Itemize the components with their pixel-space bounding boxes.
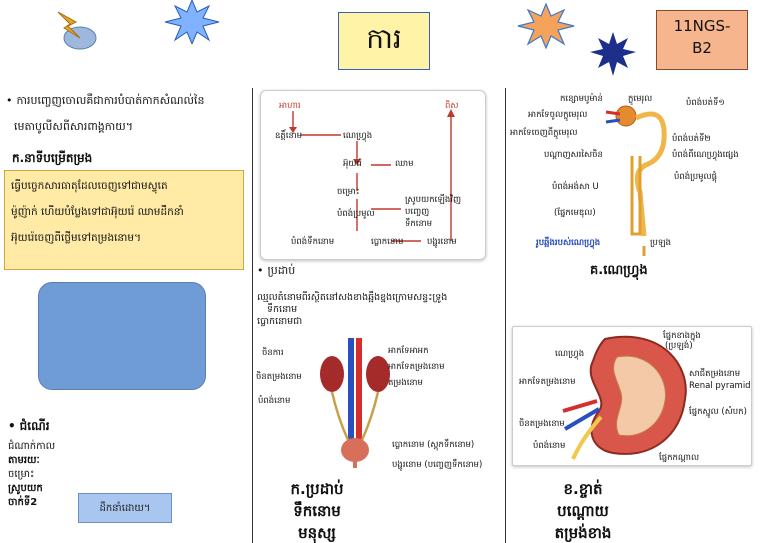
nephron-label-tube2: បំពង់បត់ទី២ [672,134,711,144]
flow-diagram-arrows [289,109,455,242]
nephron-caption: គ.ណេហ្វ្រុង [590,263,648,278]
note-line-3: ប្លោកនោមជា [257,316,303,327]
nephron-label-bowman: កន្សោមបូម៉ាន់ [560,94,603,104]
flow-label-poison: ពិស [445,101,459,111]
nephron-label-glomerulus: ក្លូមេរុល [628,94,653,104]
nephron-structure-title: រូបឆ្អឹងរបស់ណេហ្វ្រុង [536,238,601,248]
nephron-label-capillary: បណ្តាញសរសៃចិន [544,150,603,160]
section-b-line-5: ចាក់ទី2 [8,497,38,508]
fig-label-urethra: បង្ហូរនោម (បញ្ចេញទឹកនោម) [392,460,483,470]
nephron-label-zone: (ផ្នែកមេឌុល) [554,208,596,218]
placeholder-shape [38,282,206,390]
flow-label-urine: ទឹកនោម [405,219,432,229]
nephron-label-branch: បំពង់ពីណេហ្វ្រុងផ្សេង [672,150,739,160]
fig-label-bladder: ប្លោកនោម (ស្តុកទឹកនោម) [392,440,475,450]
fig-label-vena: ចិនការ [262,348,284,358]
urinary-system-figure [320,338,390,468]
flow-label-filter: ចម្រោះ [337,187,360,197]
section-b-line-3: ចម្រោះ [8,469,35,480]
intro-line-2: មេតាបូលីសពីសារពាង្គកាយ។ [14,120,133,133]
note-body: ឈ្មលតំនោមពីរស្ថិតនៅសងខាងឆ្អឹងខ្នងក្រោមសន… [257,292,501,328]
fig-label-ureter: បំពង់នោម [258,396,291,406]
kidney-label-medulla: ផ្នែកស្នូល (សំបក) [689,407,747,417]
nephron-label-pelvis: ប្រឡង [650,238,672,248]
fig-label-aorta: អាកទែអាអក [388,346,429,356]
section-b-line-4: ស្រូបយក [8,483,43,494]
section-b-list: ជំណាក់កាល តាមរយៈ ចម្រោះ ស្រូបយក ចាក់ទី2 [8,440,78,510]
column-divider-left [252,88,253,543]
flow-label-urethra: បង្ហូរនោម [427,237,457,247]
starburst-light-icon [164,0,220,44]
section-a-line-3: អ៊ុយរ៉េចេញពីថ្លើមទៅតម្រងនោម។ [11,232,142,244]
course-code-line2: B2 [692,39,712,57]
section-a-title: ក.នាទីបម្រើតម្រង [12,151,93,165]
starburst-orange-icon [517,2,575,50]
page-title: ការ [338,12,430,70]
human-urinary-caption-1: ក.ប្រដាប់ [290,480,344,498]
kidney-label-ureter: បំពង់នោម [533,441,566,451]
nephron-figure [605,105,667,256]
kidney-caption-3: តម្រង់ខាង [554,524,612,542]
course-code-line1: 11NGS- [673,17,731,35]
section-a-line-2: ម៉ូញ៉ាក់ ហើយបំប្លែងទៅជាអ៊ុយរ៉េ ឈាមដឹកនាំ [11,206,184,218]
lead-button[interactable]: ដឹកនាំដោយ។ [78,493,172,523]
flow-label-bladder: ប្លោកនោម [371,237,404,247]
flow-label-kidney: ណេហ្វ្រុង [343,131,373,141]
starburst-dark-icon [590,32,636,76]
kidney-label-pelvis: ផ្នែកកណ្តាល [659,453,700,463]
kidney-label-nephron: ណេហ្វ្រុង [555,349,585,359]
note-line-1: ឈ្មលតំនោមពីរស្ថិតនៅសងខាងឆ្អឹងខ្នងក្រោមសន… [257,292,448,303]
nephron-label-afferent: អាកទែចូលក្លូមេរុល [528,110,588,120]
flow-label-liver: ឧត្តិ៍នោម [275,131,302,141]
kidney-label-pyramid: សាជីតម្រងនោម [689,369,741,379]
fig-label-renal-vein: ចិនតម្រងនោម [256,372,302,382]
human-urinary-caption-2: ទឹកនោម [293,502,341,520]
human-urinary-caption: ក.ប្រដាប់ ទឹកនោម មនុស្ស [262,478,372,543]
kidney-label-renal-artery: អាកទែតម្រងនោម [519,377,576,387]
intro-line-1: ការបញ្ចេញចោលគឺជាការបំបាត់កាកសំណល់នៃ [6,88,250,114]
note-title: ប្រដាប់ [257,264,295,278]
human-urinary-caption-3: មនុស្ស [298,524,336,542]
page-title-text: ការ [366,21,402,55]
storm-cloud-icon [57,11,97,50]
section-b-line-2: តាមរយៈ [8,455,40,466]
nephron-label-tube1: បំពង់បត់ទី១ [686,98,725,108]
nephron-label-collect: បំពង់ប្រមូលផ្តុំ [674,172,717,182]
kidney-label-pyramid-en: Renal pyramid [689,381,751,391]
flow-label-ureter: បំពង់ទឹកនោម [291,237,335,247]
kidney-section-figure: ផ្នែកខាងក្នុង (ប្រឡង់) ណេហ្វ្រុង សាជីតម្… [512,326,752,466]
kidney-section-caption: ខ.ខ្ចាត់ បណ្តោយ តម្រង់ខាង [528,478,638,543]
column-divider-right [505,88,506,543]
flow-label-food: អាហារ [279,101,301,111]
nephron-label-loop: បំពង់អង់សា U [552,182,599,192]
note-line-2: ទឹកនោម [267,304,298,315]
flow-diagram: អាហារ ពិស ឧត្តិ៍នោម ណេហ្វ្រុង អ៊ុយរ៉េ ឈា… [260,90,486,260]
section-a-line-1: ធ្វើបច្ចេកសារធាតុដែលចេញទៅជាមស្ទុតេ [11,180,168,192]
flow-label-secrete: បញ្ចេញ [405,207,430,217]
flow-label-reabsorb: ស្រូបយកឡើងវិញ [405,195,462,205]
fig-label-renal-artery: អាកទែតម្រងនោម [388,362,445,372]
kidney-label-cortex-sub: (ប្រឡង់) [665,341,693,351]
flow-label-blood: ឈាម [395,159,414,169]
lead-button-label: ដឹកនាំដោយ។ [99,502,151,514]
kidney-label-renal-vein: ចិនតម្រងនោម [519,419,565,429]
kidney-caption-1: ខ.ខ្ចាត់ [563,480,603,498]
course-code-badge: 11NGS- B2 [656,10,748,70]
section-a-box: ធ្វើបច្ចេកសារធាតុដែលចេញទៅជាមស្ទុតេ ម៉ូញ៉… [4,170,244,270]
section-b-title: ជំណើរ [8,418,50,436]
flow-label-collect: បំពង់ប្រមូល [337,209,375,219]
nephron-label-efferent: អាកទែចេញពីក្លូមេរុល [510,128,578,138]
intro-paragraph: ការបញ្ចេញចោលគឺជាការបំបាត់កាកសំណល់នៃ មេតា… [6,88,250,140]
kidney-section-drawing [562,336,687,460]
flow-label-urea: អ៊ុយរ៉េ [343,159,362,169]
kidney-label-cortex: ផ្នែកខាងក្នុង [663,331,701,341]
fig-label-kidney: តម្រងនោម [388,378,423,388]
section-b-line-1: ជំណាក់កាល [8,441,56,452]
kidney-caption-2: បណ្តោយ [557,502,609,520]
